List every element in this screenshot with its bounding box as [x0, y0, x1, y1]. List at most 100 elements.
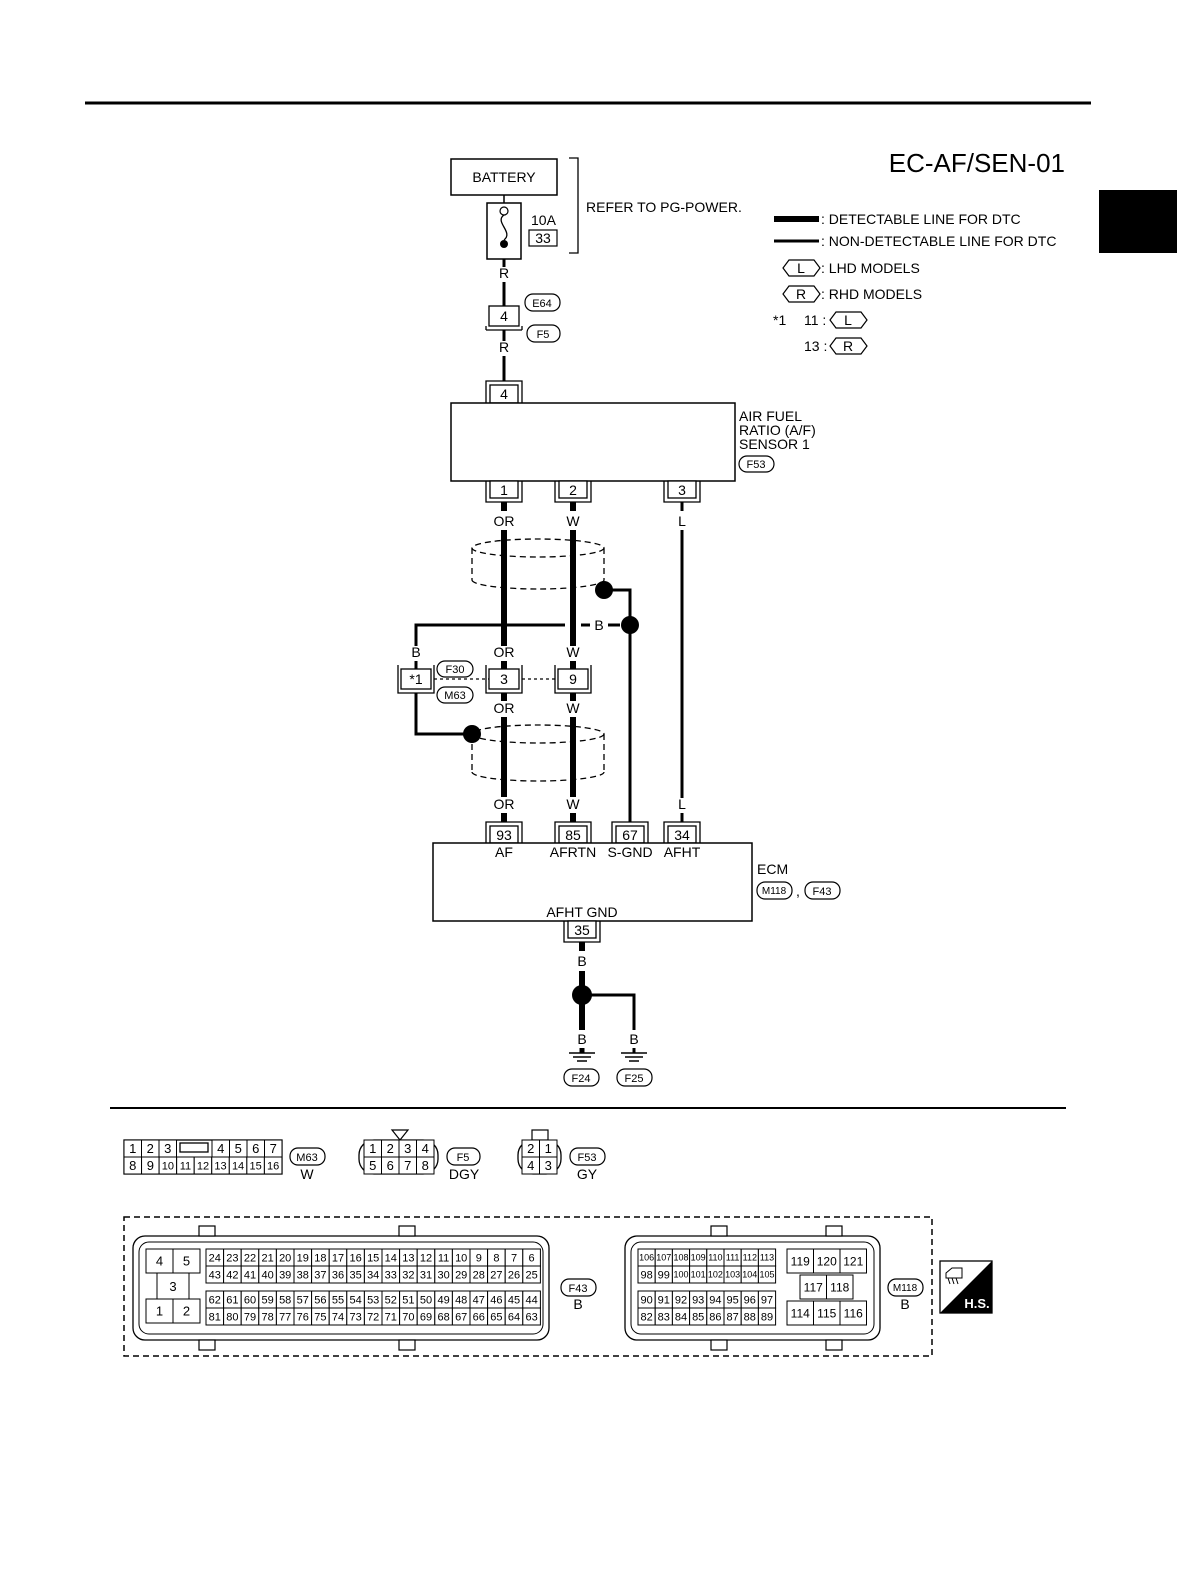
connector-cavity [813, 1300, 841, 1326]
wire-w-a: W [566, 644, 580, 660]
connector-pin-number: 13 [214, 1160, 226, 1172]
connector-pin-number: 93 [692, 1294, 704, 1306]
sensor-name-line1: AIR FUEL [739, 408, 802, 424]
ecm-pin-34: 34 [663, 821, 701, 844]
connector-pin-number: 62 [209, 1294, 221, 1306]
connector-pin-number: 4 [422, 1141, 429, 1156]
connector-pin-number: 23 [226, 1252, 238, 1264]
connector-pin-number: 72 [367, 1311, 379, 1323]
connector-pin-number: 17 [332, 1252, 344, 1264]
connector-cavity [839, 1300, 867, 1326]
battery-label: BATTERY [472, 169, 536, 185]
connector-pin-number: 82 [640, 1311, 652, 1323]
wire-or-b: OR [494, 700, 515, 716]
connector-pin-number: 67 [455, 1311, 467, 1323]
connector-pin-number: 1 [129, 1141, 136, 1156]
connector-pin-number: 28 [473, 1269, 485, 1281]
connector-pin-number: 29 [455, 1269, 467, 1281]
connector-pin-number: 6 [252, 1141, 259, 1156]
joint-pin: 4 [500, 308, 508, 324]
harness-star-pin: *1 [397, 665, 435, 694]
connector-pin-number: 56 [314, 1294, 326, 1306]
legend-detectable: : DETECTABLE LINE FOR DTC [821, 211, 1021, 227]
connector-cavity [172, 1298, 201, 1324]
connector-pin-number: 103 [725, 1270, 740, 1280]
connector-pin-number: 100 [673, 1270, 688, 1280]
fuse-number: 33 [535, 230, 551, 246]
connector-pin-number: 115 [817, 1306, 836, 1320]
svg-text:34: 34 [674, 827, 690, 843]
hs-badge: H.S. [939, 1260, 993, 1314]
connector-pin-number: 91 [658, 1294, 670, 1306]
legend-rhd-code: R [796, 286, 806, 302]
ecm-terminal-afht: AFHT [664, 844, 701, 860]
connector-pin-number: 65 [490, 1311, 502, 1323]
connector-pin-number: 2 [527, 1141, 534, 1156]
connector-pin-number: 41 [244, 1269, 256, 1281]
ecm-gnd-label: AFHT GND [546, 904, 617, 920]
connector-pin-number: 69 [420, 1311, 432, 1323]
ecm-pin-93: 93 [485, 821, 523, 844]
connector-pin-number: 75 [314, 1311, 326, 1323]
connector-pin-number: 2 [147, 1141, 154, 1156]
harness-conn-f30: F30 [446, 664, 465, 676]
connector-pin-number: 27 [490, 1269, 502, 1281]
left-wire-color: B [411, 644, 420, 660]
connector-pin-number: 2 [387, 1141, 394, 1156]
connector-pin-number: 118 [830, 1280, 849, 1294]
connector-pin-number: 5 [235, 1141, 242, 1156]
ground-f25: F25 [625, 1073, 644, 1085]
m63-color: W [300, 1166, 314, 1182]
battery: BATTERY [450, 158, 558, 196]
legend-note-line1-code: L [844, 312, 852, 328]
svg-text:35: 35 [574, 922, 590, 938]
connector-cavity [263, 1156, 283, 1175]
wire-color-r2: R [499, 339, 509, 355]
connector-pin-number: 94 [709, 1294, 721, 1306]
sensor-name-line2: RATIO (A/F) [739, 422, 816, 438]
connector-pin-number: 88 [744, 1311, 756, 1323]
sensor-pin-2: 2 [554, 480, 592, 503]
connector-pin-number: 68 [437, 1311, 449, 1323]
connector-cavity [757, 1307, 777, 1326]
legend-note-line2-code: R [843, 338, 853, 354]
connector-pin-number: 19 [297, 1252, 309, 1264]
connector-pin-number: 21 [261, 1252, 273, 1264]
f43-color: B [573, 1296, 582, 1312]
ecm-connector-frame [123, 1216, 933, 1357]
ecm-terminal-sgnd: S-GND [607, 844, 652, 860]
sensor-pin-3: 3 [663, 480, 701, 503]
connector-pin-number: 11 [180, 1160, 191, 1172]
sensor-power-pin: 4 [485, 380, 523, 404]
connector-pin-number: 13 [402, 1252, 414, 1264]
m118-code: M118 [893, 1283, 918, 1294]
connector-pin-number: 43 [209, 1269, 221, 1281]
svg-text:2: 2 [569, 482, 577, 498]
connector-pin-number: 12 [420, 1252, 432, 1264]
connector-pin-number: 55 [332, 1294, 344, 1306]
connector-pin-number: 109 [691, 1253, 706, 1263]
m118-color: B [900, 1296, 909, 1312]
connector-cavity [172, 1248, 201, 1274]
ecm-conn-f43: F43 [813, 886, 832, 898]
svg-text:1: 1 [500, 482, 508, 498]
joint-connector-f5: F5 [537, 329, 550, 341]
connector-pin-number: 60 [244, 1294, 256, 1306]
connector-pin-number: 22 [244, 1252, 256, 1264]
connector-pin-number: 119 [791, 1254, 810, 1268]
connector-pin-number: 9 [476, 1252, 482, 1264]
legend-note-line1: 11 : [804, 312, 826, 328]
connector-pin-number: 54 [349, 1294, 361, 1306]
connector-pin-number: 79 [244, 1311, 256, 1323]
connector-cavity [813, 1248, 841, 1274]
connector-pin-number: 38 [297, 1269, 309, 1281]
connector-pin-number: 1 [545, 1141, 552, 1156]
connector-pin-number: 102 [708, 1270, 723, 1280]
legend-lhd-code: L [797, 260, 805, 276]
connector-pin-number: 99 [658, 1269, 670, 1281]
connector-pin-number: 10 [162, 1160, 174, 1172]
connector-cavity [826, 1274, 854, 1300]
connector-pin-number: 44 [525, 1294, 537, 1306]
